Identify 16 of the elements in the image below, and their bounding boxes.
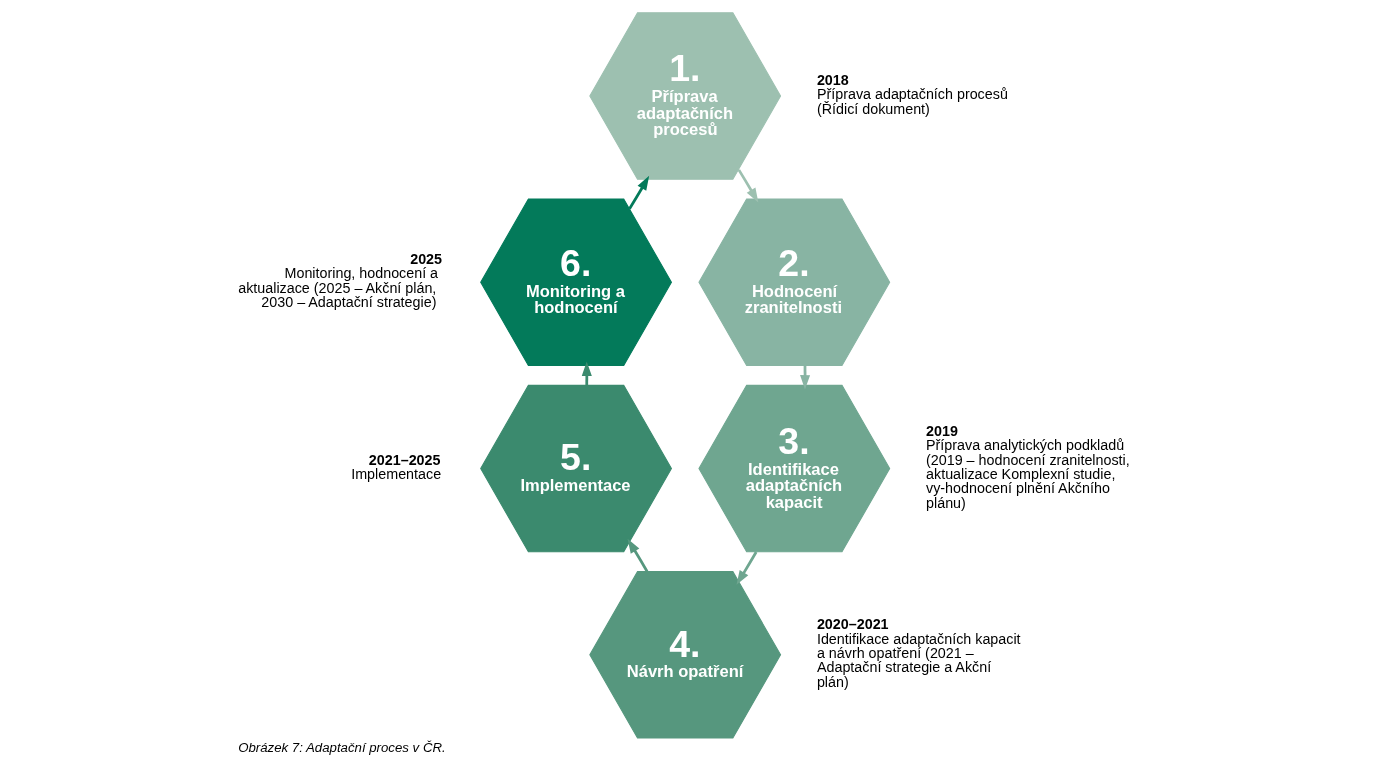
node-label: 2021–2025 (368, 451, 441, 468)
node-label: Příprava adaptačních procesů (Řídicí dokument) (816, 86, 1008, 117)
caption: Obrázek 7: Adaptační proces v ČR. (238, 739, 446, 755)
arrow (737, 169, 759, 203)
node-label: 2020–2021 (816, 616, 889, 633)
arrow (736, 551, 758, 585)
node-label: 2018 (816, 71, 849, 88)
arrow (581, 361, 592, 386)
node-label: Identifikace adaptačních kapacit a návrh opatření (2021 – Adaptační strategie a Akční plán) (816, 630, 1021, 690)
arrow (628, 175, 650, 210)
arrow (627, 538, 649, 573)
node-label: Monitoring, hodnocení a aktualizace (2025 – Akční plán, 2030 – Adaptační strategie) (238, 265, 439, 310)
node-label: Implementace (351, 465, 442, 482)
node-label: 2025 (410, 250, 443, 267)
node-label: Příprava analytických podkladů (2019 – hodnocení zranitelnosti, aktualizace Komplexní studie, vy-hodnocení plnění Akčního plánu) (926, 437, 1130, 511)
node-label: 2019 (926, 422, 958, 439)
